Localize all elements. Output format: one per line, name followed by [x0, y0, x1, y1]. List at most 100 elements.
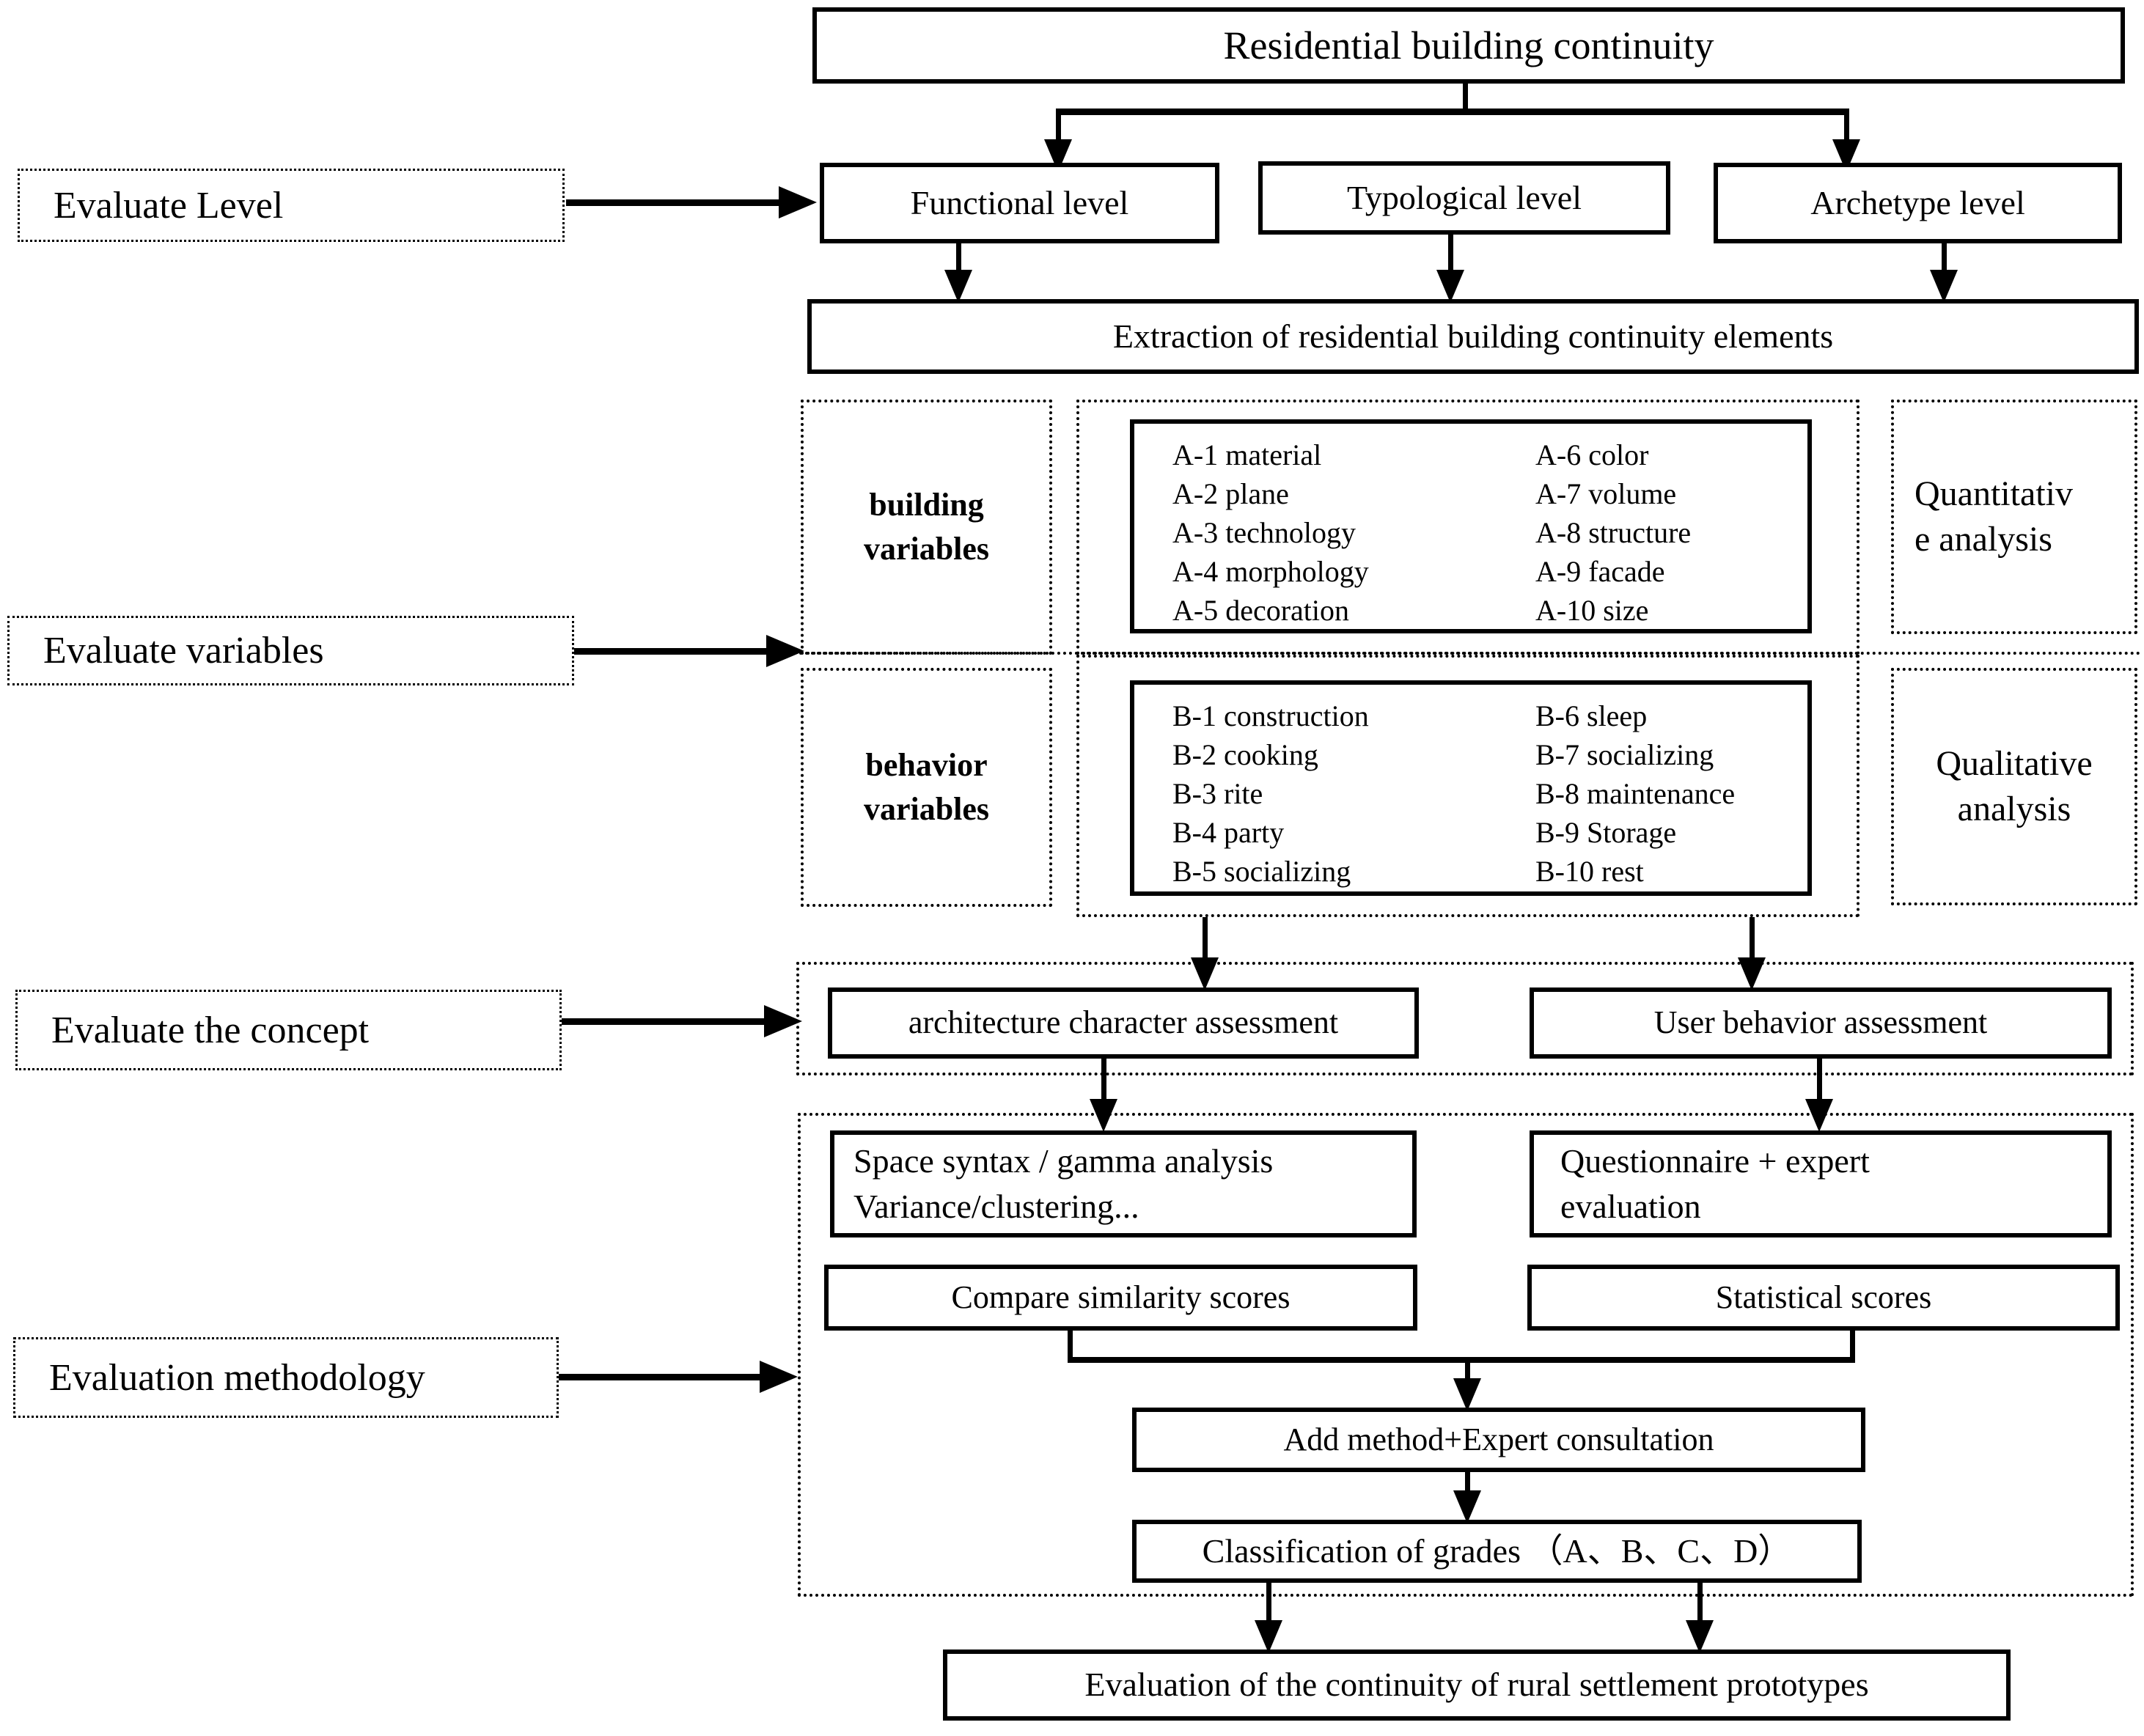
- functional-level-box: Functional level: [820, 163, 1219, 243]
- list-item: B-10 rest: [1535, 855, 1644, 888]
- connector-title-vertical: [1463, 84, 1468, 110]
- elbow-left-vertical: [1068, 1331, 1073, 1363]
- arrow-evaluation-methodology-stem: [559, 1374, 768, 1380]
- arrowhead-evaluate-variables: [766, 635, 804, 667]
- connector-right-stem: [1844, 115, 1849, 139]
- arrow-behavior-to-assessment-stem: [1750, 917, 1755, 959]
- typological-level-box: Typological level: [1258, 161, 1670, 235]
- variables-container-top: [1076, 400, 1860, 655]
- arrowhead-archetype-down: [1930, 270, 1958, 303]
- classification-text: Classification of grades （A、B、C、D）: [1202, 1531, 1792, 1570]
- arrow-typological-down-stem: [1448, 235, 1453, 270]
- behavior-variables-list-box: B-1 construction B-2 cooking B-3 rite B-…: [1130, 680, 1812, 896]
- questionnaire-box: Questionnaire + expert evaluation: [1530, 1130, 2112, 1237]
- connector-left-stem: [1056, 115, 1061, 139]
- arrowhead-add-method: [1453, 1378, 1481, 1411]
- arrow-classification-stem: [1465, 1472, 1470, 1493]
- final-evaluation-text: Evaluation of the continuity of rural se…: [1084, 1666, 1869, 1704]
- arrow-evaluate-level-stem: [566, 199, 779, 206]
- list-item: A-9 facade: [1535, 555, 1665, 588]
- list-item: B-7 socializing: [1535, 738, 1714, 771]
- building-variables-label-box: building variables: [801, 400, 1052, 655]
- list-item: A-6 color: [1535, 438, 1649, 471]
- arrowhead-evaluate-concept: [764, 1005, 802, 1037]
- arrow-architecture-down-stem: [1101, 1059, 1106, 1100]
- variables-container-bottom: [1076, 655, 1860, 917]
- qualitative-line1: Qualitative: [1936, 744, 2093, 783]
- architecture-assessment-box: architecture character assessment: [828, 987, 1419, 1059]
- arrow-final-left-stem: [1266, 1583, 1271, 1622]
- behavior-variables-label-box: behavior variables: [801, 668, 1052, 907]
- list-item: B-1 construction: [1172, 699, 1369, 732]
- qualitative-line2: analysis: [1957, 790, 2071, 828]
- title-box: Residential building continuity: [812, 7, 2125, 84]
- list-item: B-8 maintenance: [1535, 777, 1736, 810]
- elbow-horizontal: [1068, 1357, 1855, 1363]
- arrowhead-final-left: [1255, 1620, 1282, 1653]
- quantitative-analysis-box: Quantitativ e analysis: [1891, 400, 2137, 634]
- arrowhead-evaluation-methodology: [760, 1361, 798, 1393]
- side-label-evaluate-level: Evaluate Level: [18, 169, 565, 242]
- methodology-container: [798, 1113, 2134, 1597]
- space-syntax-box: Space syntax / gamma analysis Variance/c…: [830, 1130, 1417, 1237]
- title-text: Residential building continuity: [1223, 23, 1714, 67]
- quantitative-line2: e analysis: [1914, 520, 2052, 559]
- evaluation-methodology-text: Evaluation methodology: [49, 1356, 425, 1399]
- arrow-evaluate-concept-stem: [562, 1018, 764, 1025]
- list-item: A-8 structure: [1535, 516, 1692, 549]
- add-method-text: Add method+Expert consultation: [1283, 1421, 1714, 1457]
- arrow-add-method-stem: [1465, 1363, 1470, 1380]
- elbow-right-vertical: [1850, 1331, 1855, 1363]
- list-item: A-5 decoration: [1172, 594, 1350, 627]
- list-item: B-9 Storage: [1535, 816, 1677, 849]
- list-item: A-1 material: [1172, 438, 1322, 471]
- behavior-variables-line2: variables: [863, 791, 990, 827]
- arrowhead-evaluate-level: [779, 186, 817, 218]
- connector-levels-bar: [1056, 108, 1849, 115]
- questionnaire-line2: evaluation: [1560, 1188, 1701, 1225]
- questionnaire-line1: Questionnaire + expert: [1560, 1142, 1870, 1180]
- final-evaluation-box: Evaluation of the continuity of rural se…: [943, 1649, 2011, 1721]
- arrowhead-functional-down: [944, 270, 972, 303]
- arrowhead-final-right: [1686, 1620, 1714, 1653]
- list-item: B-5 socializing: [1172, 855, 1351, 888]
- arrow-building-to-assessment-stem: [1203, 917, 1208, 959]
- compare-scores-text: Compare similarity scores: [951, 1279, 1291, 1315]
- add-method-box: Add method+Expert consultation: [1132, 1408, 1865, 1472]
- list-item: A-7 volume: [1535, 477, 1677, 510]
- compare-scores-box: Compare similarity scores: [824, 1265, 1417, 1331]
- side-label-evaluation-methodology: Evaluation methodology: [13, 1337, 559, 1418]
- statistical-scores-box: Statistical scores: [1527, 1265, 2120, 1331]
- architecture-assessment-text: architecture character assessment: [908, 1004, 1339, 1041]
- arrow-evaluate-variables-stem: [574, 648, 766, 655]
- qualitative-analysis-box: Qualitative analysis: [1891, 668, 2137, 905]
- user-assessment-text: User behavior assessment: [1653, 1004, 1988, 1041]
- classification-box: Classification of grades （A、B、C、D）: [1132, 1520, 1862, 1583]
- list-item: B-4 party: [1172, 816, 1285, 849]
- list-item: A-2 plane: [1172, 477, 1289, 510]
- statistical-scores-text: Statistical scores: [1715, 1279, 1932, 1315]
- user-assessment-box: User behavior assessment: [1530, 987, 2112, 1059]
- arrow-functional-down-stem: [956, 243, 961, 271]
- behavior-variables-line1: behavior: [865, 747, 988, 783]
- building-variables-line2: variables: [863, 531, 990, 567]
- list-item: B-6 sleep: [1535, 699, 1648, 732]
- building-variables-list-box: A-1 material A-2 plane A-3 technology A-…: [1130, 419, 1812, 633]
- arrow-archetype-down-stem: [1942, 243, 1947, 270]
- space-syntax-line1: Space syntax / gamma analysis: [853, 1142, 1274, 1180]
- side-label-evaluate-variables: Evaluate variables: [7, 616, 574, 685]
- extraction-text: Extraction of residential building conti…: [1112, 317, 1834, 355]
- list-item: A-4 morphology: [1172, 555, 1369, 588]
- list-item: A-3 technology: [1172, 516, 1356, 549]
- side-label-evaluate-concept: Evaluate the concept: [15, 990, 562, 1070]
- quantitative-line1: Quantitativ: [1914, 474, 2073, 513]
- list-item: A-10 size: [1535, 594, 1649, 627]
- space-syntax-line2: Variance/clustering...: [853, 1188, 1139, 1225]
- arrowhead-typological-down: [1436, 270, 1464, 303]
- building-variables-line1: building: [869, 487, 984, 523]
- arrow-final-right-stem: [1697, 1583, 1703, 1622]
- arrow-user-down-stem: [1817, 1059, 1822, 1100]
- arrowhead-classification: [1453, 1490, 1481, 1523]
- extraction-box: Extraction of residential building conti…: [807, 299, 2139, 374]
